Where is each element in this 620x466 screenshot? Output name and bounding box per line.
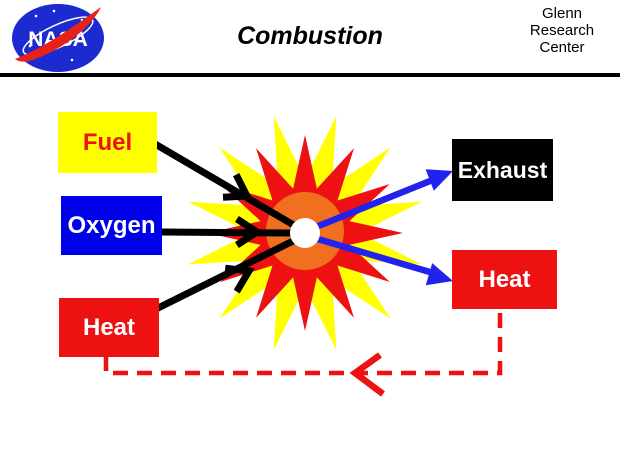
explosion-center bbox=[290, 218, 320, 248]
logo-star bbox=[70, 58, 74, 62]
logo-star bbox=[28, 44, 32, 48]
fuel-arrowhead bbox=[222, 173, 253, 201]
heat-input-box: Heat bbox=[59, 298, 159, 357]
heat-output-label: Heat bbox=[478, 265, 531, 293]
heat-arrow bbox=[148, 235, 299, 316]
org-line-3: Center bbox=[539, 39, 585, 56]
org-line-2: Research bbox=[529, 22, 595, 39]
feedback-arrowhead bbox=[349, 352, 385, 397]
output-arrows bbox=[309, 169, 453, 286]
fuel-box: Fuel bbox=[58, 112, 157, 173]
header-divider bbox=[0, 73, 620, 77]
org-name: Glenn Research Center bbox=[512, 5, 612, 56]
exhaust-arrow bbox=[309, 173, 442, 233]
input-arrows bbox=[148, 137, 299, 316]
oxygen-box: Oxygen bbox=[61, 196, 162, 255]
fuel-label: Fuel bbox=[82, 128, 133, 156]
exhaust-box: Exhaust bbox=[452, 139, 553, 201]
logo-swoosh bbox=[15, 7, 101, 62]
logo-star bbox=[52, 9, 56, 13]
page-title: Combustion bbox=[237, 22, 383, 50]
heat-out-arrowhead bbox=[425, 263, 453, 286]
exhaust-label: Exhaust bbox=[457, 156, 548, 183]
heat-output-box: Heat bbox=[452, 250, 557, 309]
heat-arrowhead bbox=[224, 264, 255, 294]
exhaust-arrowhead bbox=[425, 169, 453, 191]
logo-star bbox=[34, 14, 38, 18]
org-line-1: Glenn bbox=[541, 5, 583, 22]
fuel-arrow bbox=[148, 137, 299, 231]
oxygen-arrowhead bbox=[234, 215, 264, 249]
heat-feedback-loop bbox=[103, 308, 503, 376]
nasa-logo-icon: NASA bbox=[12, 4, 104, 72]
oxygen-label: Oxygen bbox=[67, 211, 156, 239]
heat-input-label: Heat bbox=[82, 313, 136, 341]
oxygen-arrow bbox=[160, 228, 292, 237]
heat-out-arrow bbox=[310, 233, 441, 279]
